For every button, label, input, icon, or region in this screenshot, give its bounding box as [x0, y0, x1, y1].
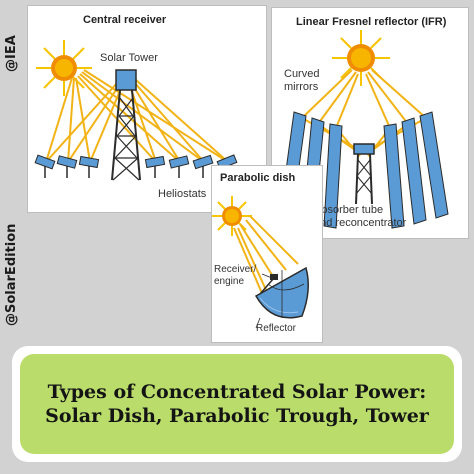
banner-title: Types of Concentrated Solar Power: Solar… — [45, 381, 429, 427]
receiver-line1: Receiver/ — [214, 264, 257, 275]
dish-rays — [233, 215, 299, 299]
parabolic-dish-title: Parabolic dish — [220, 172, 296, 184]
heliostat — [168, 155, 190, 178]
parabolic-dish-diagram — [212, 196, 309, 329]
fresnel-title: Linear Fresnel reflector (IFR) — [296, 16, 447, 28]
absorber-line2: and reconcentrator — [314, 217, 407, 229]
absorber-tower — [353, 143, 375, 205]
incoming-rays — [45, 69, 229, 163]
title-banner: Types of Concentrated Solar Power: Solar… — [12, 346, 462, 462]
dish-reflector — [254, 266, 309, 329]
reflected-rays — [45, 79, 229, 163]
reflector-label: Reflector — [256, 323, 297, 334]
iea-watermark: @IEA — [4, 35, 19, 72]
sun-icon — [212, 196, 252, 236]
sun-icon — [36, 40, 92, 96]
solar-tower — [111, 69, 141, 181]
central-receiver-panel: Central receiver — [28, 6, 266, 212]
absorber-label: Absorber tube and reconcentrator — [314, 204, 406, 230]
parabolic-dish-panel: Parabolic dish — [212, 166, 322, 342]
curved-mirrors-label: Curved mirrors — [284, 68, 319, 94]
heliostat — [78, 155, 100, 178]
receiver-engine-label: Receiver/ engine — [214, 264, 256, 288]
absorber-line1: Absorber tube — [314, 204, 384, 216]
heliostat — [144, 155, 166, 178]
curved-mirrors-line1: Curved — [284, 68, 320, 80]
heliostat — [56, 155, 78, 178]
solar-tower-label: Solar Tower — [100, 52, 158, 65]
central-receiver-diagram — [34, 40, 238, 181]
heliostat — [34, 154, 56, 178]
solaredition-watermark: @SolarEdition — [4, 223, 19, 326]
heliostats-label: Heliostats — [158, 188, 207, 200]
central-receiver-title: Central receiver — [83, 14, 167, 26]
curved-mirrors-line2: mirrors — [284, 81, 319, 93]
receiver-line2: engine — [214, 276, 245, 287]
heliostat — [192, 154, 214, 178]
title-banner-fill: Types of Concentrated Solar Power: Solar… — [20, 354, 454, 454]
